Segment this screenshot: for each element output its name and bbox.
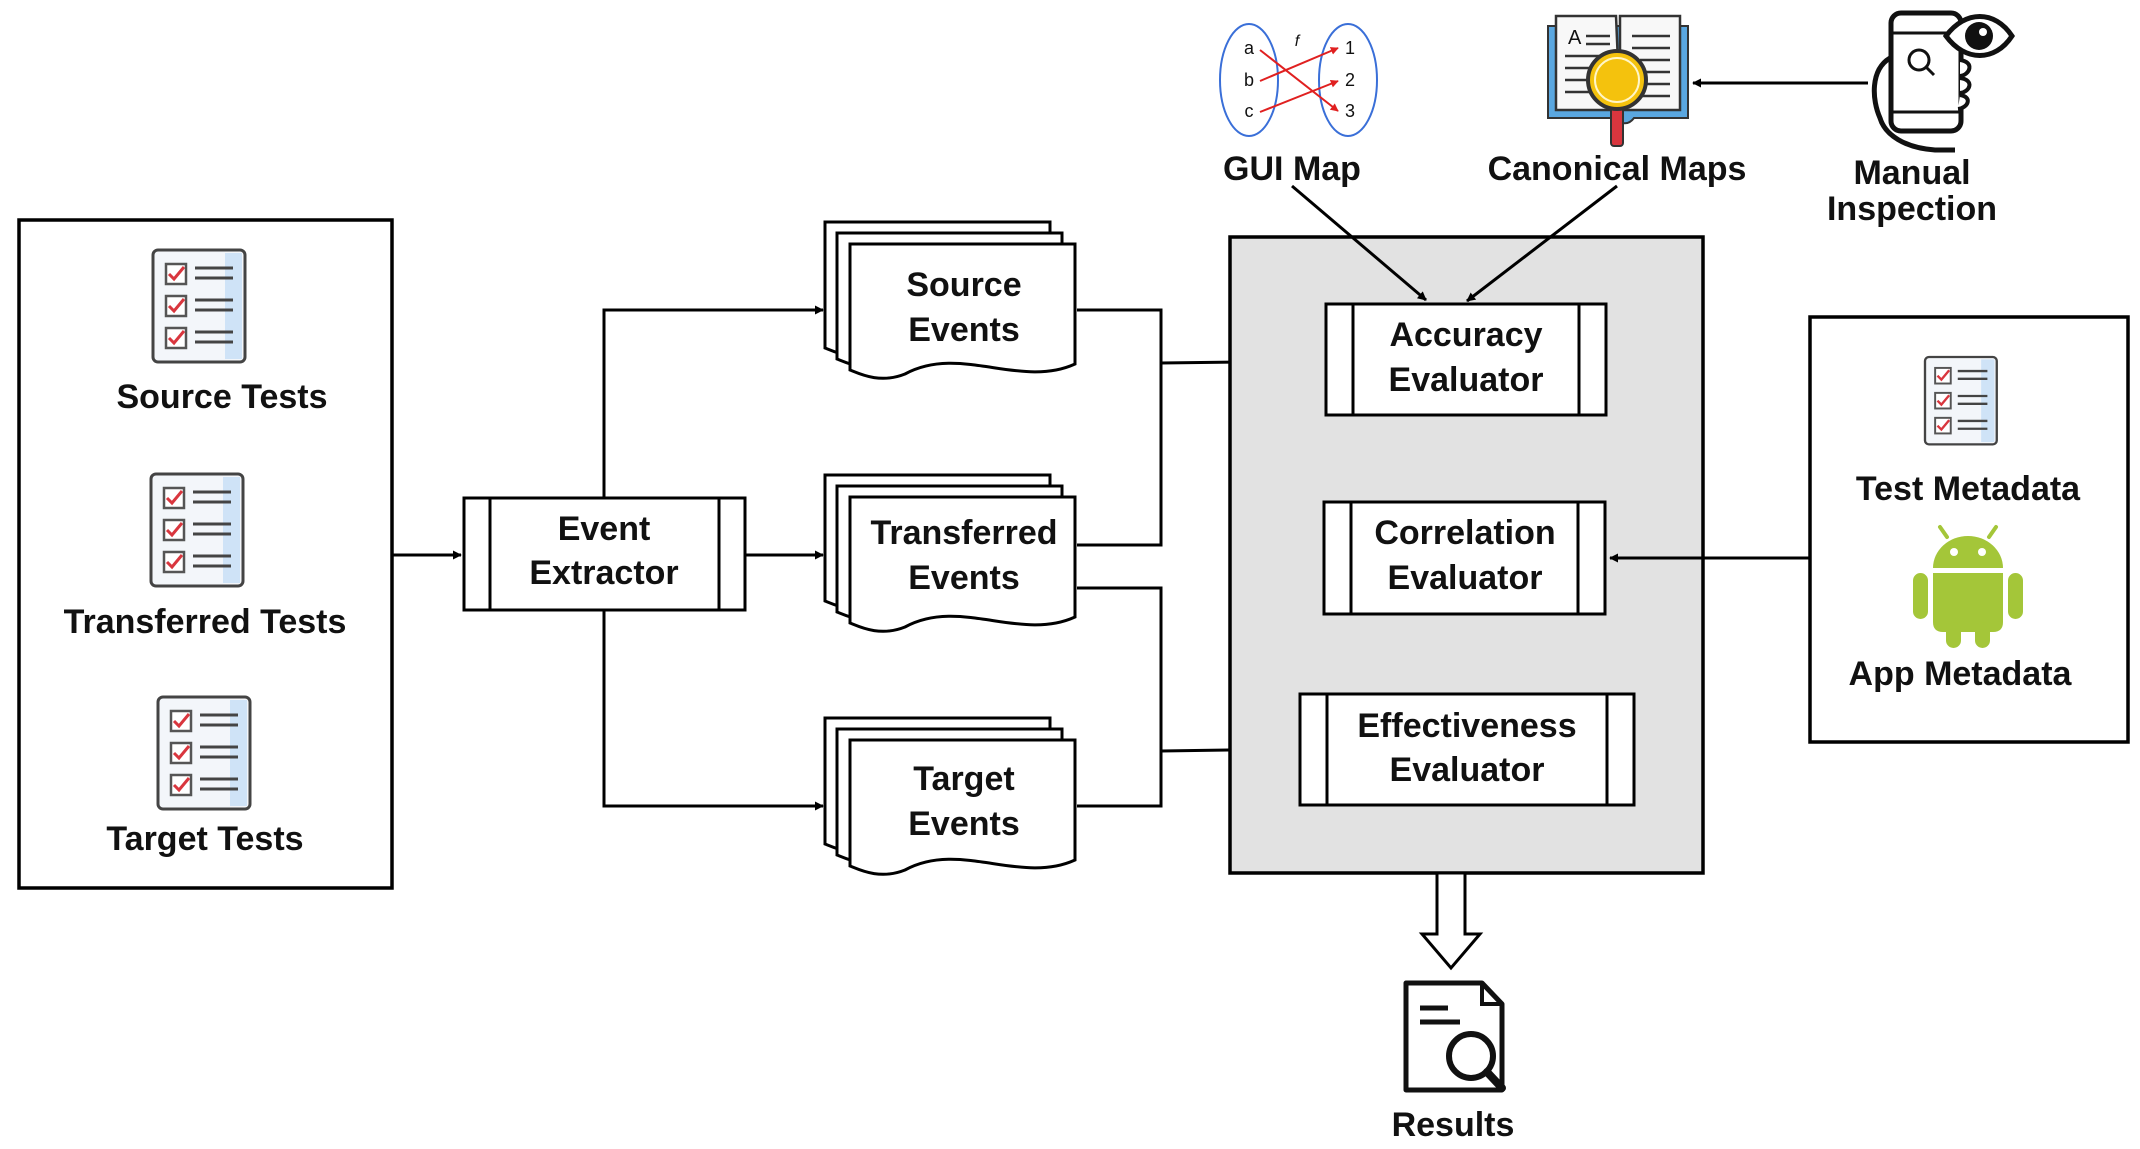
test-metadata-label: Test Metadata	[1856, 470, 2081, 508]
gui-map-to-accuracy-arrow	[1291, 184, 1427, 302]
target-tests-label: Target Tests	[106, 820, 303, 858]
canonical-maps-label: Canonical Maps	[1488, 150, 1747, 188]
transferred-events-label-2: Events	[908, 559, 1020, 597]
svg-text:1: 1	[1345, 38, 1355, 58]
android-icon	[1913, 525, 2023, 648]
transferred-events-doc: Transferred Events	[823, 473, 1077, 633]
results-hollow-arrow	[1418, 871, 1484, 971]
manual-inspection-label-2: Inspection	[1827, 190, 1997, 228]
correlation-evaluator-label-2: Evaluator	[1388, 559, 1543, 597]
svg-text:3: 3	[1345, 101, 1355, 121]
accuracy-evaluator-box: Accuracy Evaluator	[1324, 302, 1608, 417]
extractor-to-target-events-arrow	[602, 610, 824, 811]
transferred-tests-icon	[149, 472, 245, 588]
target-events-doc: Target Events	[823, 716, 1077, 876]
source-events-label-1: Source	[906, 266, 1021, 304]
gui-map-icon: a b c 1 2 3 f	[1219, 23, 1378, 137]
accuracy-evaluator-label-2: Evaluator	[1389, 361, 1544, 399]
source-events-doc: Source Events	[823, 220, 1077, 380]
target-tests-icon	[156, 695, 252, 811]
manual-inspection-icon	[1871, 10, 2015, 153]
results-document-icon	[1403, 980, 1506, 1093]
svg-text:f: f	[1295, 33, 1301, 50]
svg-text:c: c	[1245, 101, 1254, 121]
extractor-to-source-events-arrow	[602, 305, 824, 498]
source-tests-icon	[151, 248, 247, 364]
canonical-maps-icon: A	[1547, 14, 1689, 147]
source-tests-label: Source Tests	[116, 378, 327, 416]
svg-text:2: 2	[1345, 70, 1355, 90]
effectiveness-evaluator-box: Effectiveness Evaluator	[1298, 692, 1636, 807]
event-extractor-box: Event Extractor	[462, 496, 747, 612]
transferred-target-bracket	[1077, 586, 1163, 808]
transferred-events-label-1: Transferred	[870, 514, 1057, 552]
metadata-panel: Test Metadata App Metadata	[1808, 315, 2130, 744]
target-events-label-2: Events	[908, 805, 1020, 843]
input-tests-panel: Source Tests Transferred Tests Target Te…	[17, 218, 394, 890]
app-metadata-label: App Metadata	[1849, 655, 2073, 693]
svg-text:A: A	[1568, 27, 1582, 49]
source-events-label-2: Events	[908, 311, 1020, 349]
test-metadata-icon	[1923, 355, 1998, 446]
canonical-to-accuracy-arrow	[1466, 184, 1618, 303]
effectiveness-evaluator-label-2: Evaluator	[1390, 751, 1545, 789]
event-extractor-label-2: Extractor	[529, 554, 678, 592]
results-label: Results	[1392, 1106, 1515, 1144]
correlation-evaluator-box: Correlation Evaluator	[1322, 500, 1607, 616]
svg-text:b: b	[1244, 70, 1254, 90]
effectiveness-evaluator-label-1: Effectiveness	[1357, 707, 1576, 745]
event-extractor-label-1: Event	[558, 510, 651, 548]
source-transferred-bracket	[1077, 308, 1163, 547]
transferred-tests-label: Transferred Tests	[64, 603, 347, 641]
gui-map-label: GUI Map	[1223, 150, 1361, 188]
svg-text:a: a	[1244, 38, 1255, 58]
correlation-evaluator-label-1: Correlation	[1374, 514, 1555, 552]
manual-inspection-label-1: Manual	[1853, 154, 1970, 192]
target-events-label-1: Target	[913, 760, 1014, 798]
accuracy-evaluator-label-1: Accuracy	[1389, 316, 1542, 354]
